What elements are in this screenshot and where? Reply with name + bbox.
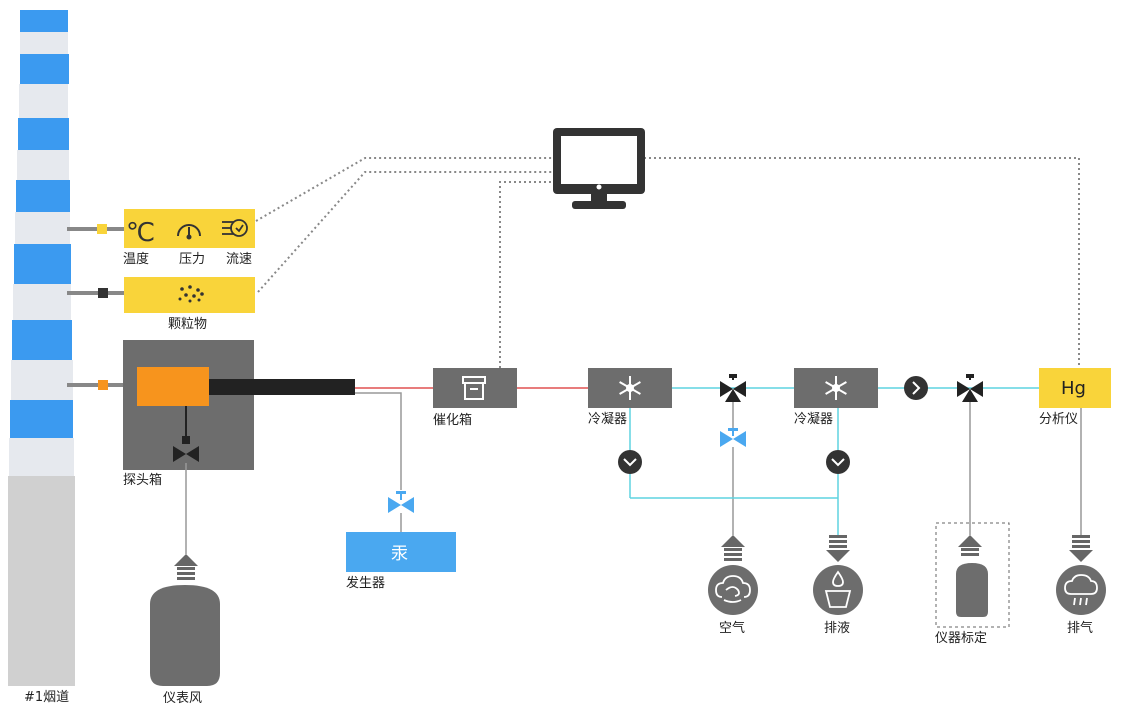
generator-label: 发生器 <box>346 575 385 591</box>
drain-pump-2-icon[interactable] <box>826 450 850 474</box>
celsius-icon: ℃ <box>126 218 155 248</box>
three-way-valve-1-icon[interactable] <box>720 374 746 402</box>
probe-box-label: 探头箱 <box>123 472 162 488</box>
rain-cloud-icon <box>1064 574 1098 606</box>
probe-box[interactable] <box>123 340 355 470</box>
calibration-cylinder-icon[interactable] <box>956 563 988 617</box>
instrument-air-arrow <box>174 554 198 580</box>
mercury-analyzer[interactable]: Hg <box>1039 368 1111 408</box>
air-inlet-arrow <box>721 535 745 561</box>
drain-lines <box>629 408 839 535</box>
snowflake-icon <box>619 376 641 400</box>
chimney-label: #1烟道 <box>24 690 69 704</box>
chimney: #1烟道 <box>8 10 75 704</box>
drain-outlet-arrow <box>826 535 850 562</box>
pressure-label: 压力 <box>179 252 205 267</box>
wind-icon <box>222 219 248 237</box>
sensor-stubs <box>67 224 124 390</box>
generator-valve-icon[interactable] <box>388 491 414 513</box>
mercury-glyph: 汞 <box>391 544 408 564</box>
drain-pump-1-icon[interactable] <box>618 450 642 474</box>
sample-pump-icon[interactable] <box>904 376 928 400</box>
water-drop-icon <box>824 570 852 608</box>
snowflake-icon <box>825 376 847 400</box>
instrument-air-cylinder-icon[interactable] <box>150 585 220 686</box>
catalyst-box-label: 催化箱 <box>433 412 472 428</box>
particulate-sensor-box[interactable] <box>124 277 255 313</box>
box-icon <box>462 376 486 400</box>
gauge-icon <box>177 224 201 240</box>
analyzer-label: 分析仪 <box>1039 412 1078 427</box>
analyzer-glyph: Hg <box>1061 378 1086 399</box>
monitor-icon[interactable] <box>553 128 645 209</box>
calibration-box <box>935 522 1010 628</box>
condenser-2-label: 冷凝器 <box>794 411 833 427</box>
calibration-label: 仪器标定 <box>935 631 987 646</box>
condenser-1[interactable] <box>588 368 672 408</box>
drain-icon[interactable] <box>813 565 863 615</box>
air-valve-icon[interactable] <box>720 428 746 447</box>
exhaust-outlet-arrow <box>1069 535 1093 562</box>
generator-line <box>355 392 402 490</box>
cloud-icon <box>715 575 751 603</box>
instrument-air-label: 仪表风 <box>163 691 202 704</box>
air-icon[interactable] <box>708 565 758 615</box>
particulate-label: 颗粒物 <box>168 317 207 332</box>
catalyst-box[interactable] <box>433 368 517 408</box>
condenser-1-label: 冷凝器 <box>588 411 627 427</box>
calibration-arrow <box>958 535 982 556</box>
condenser-2[interactable] <box>794 368 878 408</box>
drain-label: 排液 <box>824 621 850 636</box>
exhaust-icon[interactable] <box>1056 565 1106 615</box>
tpf-sensor-box[interactable]: ℃ <box>124 209 255 248</box>
flow-label: 流速 <box>226 252 252 267</box>
particles-icon <box>178 285 204 303</box>
air-label: 空气 <box>719 620 745 636</box>
probe-valve-icon[interactable] <box>173 436 199 462</box>
signal-lines <box>255 157 1080 368</box>
mercury-generator[interactable]: 汞 <box>346 532 456 572</box>
temperature-label: 温度 <box>123 251 149 267</box>
three-way-valve-2-icon[interactable] <box>957 374 983 402</box>
exhaust-label: 排气 <box>1067 620 1093 636</box>
